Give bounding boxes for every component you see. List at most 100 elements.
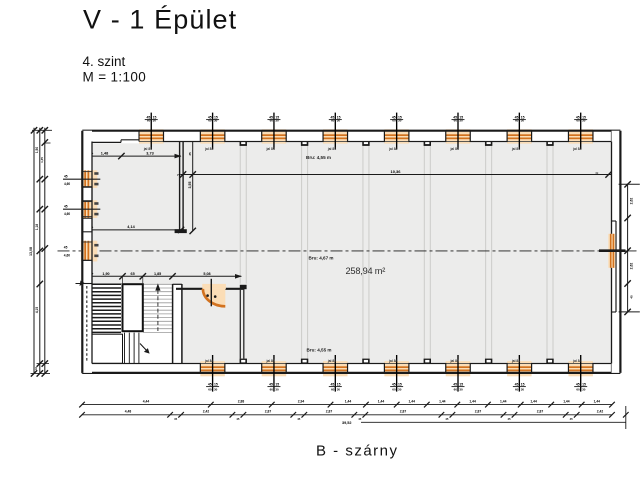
svg-text:45: 45 xyxy=(297,417,301,421)
svg-text:1,35: 1,35 xyxy=(40,157,44,163)
svg-text:45: 45 xyxy=(331,383,335,387)
svg-text:15: 15 xyxy=(521,383,525,387)
svg-text:4. szint: 4. szint xyxy=(83,54,126,69)
svg-text:42: 42 xyxy=(34,367,38,370)
svg-text:30: 30 xyxy=(214,119,218,123)
svg-text:5,08: 5,08 xyxy=(203,272,210,276)
svg-text:2,88: 2,88 xyxy=(238,399,245,403)
svg-text:45: 45 xyxy=(576,115,580,119)
svg-text:45: 45 xyxy=(269,383,273,387)
svg-text:2,42: 2,42 xyxy=(597,410,604,414)
svg-text:Bru: 4,67 m: Bru: 4,67 m xyxy=(309,256,334,261)
svg-text:15: 15 xyxy=(459,383,463,387)
svg-text:2,87: 2,87 xyxy=(265,410,272,414)
svg-text:1,18: 1,18 xyxy=(35,224,39,230)
svg-text:45: 45 xyxy=(515,383,519,387)
svg-text:30: 30 xyxy=(582,387,586,391)
svg-text:60: 60 xyxy=(331,119,335,123)
svg-text:4,60: 4,60 xyxy=(64,182,70,186)
svg-text:60: 60 xyxy=(454,119,458,123)
svg-text:45: 45 xyxy=(630,295,634,299)
svg-text:71: 71 xyxy=(177,173,181,177)
svg-text:4,60: 4,60 xyxy=(64,212,70,216)
svg-text:45: 45 xyxy=(453,115,457,119)
svg-text:60: 60 xyxy=(515,119,519,123)
svg-text:15: 15 xyxy=(582,383,586,387)
svg-text:60: 60 xyxy=(515,387,519,391)
svg-text:45: 45 xyxy=(358,417,362,421)
svg-text:2,87: 2,87 xyxy=(475,410,482,414)
svg-text:30: 30 xyxy=(582,119,586,123)
svg-text:1,44: 1,44 xyxy=(345,399,352,403)
svg-text:1,48: 1,48 xyxy=(101,152,108,156)
svg-text:B - szárny: B - szárny xyxy=(316,443,399,460)
svg-text:15: 15 xyxy=(275,383,279,387)
svg-text:15: 15 xyxy=(459,115,463,119)
svg-text:45: 45 xyxy=(208,383,212,387)
svg-text:45: 45 xyxy=(64,175,68,179)
svg-text:30: 30 xyxy=(275,387,279,391)
svg-text:2,42: 2,42 xyxy=(203,410,210,414)
svg-text:1,44: 1,44 xyxy=(594,399,601,403)
svg-text:15: 15 xyxy=(521,115,525,119)
svg-text:60: 60 xyxy=(208,119,212,123)
svg-text:60: 60 xyxy=(270,387,274,391)
svg-text:4,15: 4,15 xyxy=(35,307,39,313)
svg-text:10,36: 10,36 xyxy=(391,169,402,174)
svg-text:Bru: 4,55 m: Bru: 4,55 m xyxy=(306,155,331,160)
svg-text:1,44: 1,44 xyxy=(408,399,415,403)
svg-text:jal 84: jal 84 xyxy=(327,147,336,151)
svg-text:jal 84: jal 84 xyxy=(204,147,213,151)
svg-text:2,94: 2,94 xyxy=(298,399,305,403)
svg-text:1,44: 1,44 xyxy=(378,399,385,403)
svg-text:1,44: 1,44 xyxy=(469,399,476,403)
svg-text:60: 60 xyxy=(392,119,396,123)
svg-text:15: 15 xyxy=(582,115,586,119)
svg-text:4,60: 4,60 xyxy=(64,254,70,258)
svg-text:30: 30 xyxy=(214,387,218,391)
svg-text:39,52: 39,52 xyxy=(342,421,352,425)
svg-text:65: 65 xyxy=(131,272,135,276)
svg-text:jal 84: jal 84 xyxy=(388,359,397,363)
svg-text:45: 45 xyxy=(208,115,212,119)
svg-text:35: 35 xyxy=(188,152,192,156)
svg-text:4,44: 4,44 xyxy=(143,399,150,403)
svg-text:45: 45 xyxy=(515,115,519,119)
svg-text:1,50: 1,50 xyxy=(35,147,39,153)
svg-text:1,90: 1,90 xyxy=(102,272,109,276)
svg-text:Bru: 4,55 m: Bru: 4,55 m xyxy=(307,348,332,353)
svg-text:jal 84: jal 84 xyxy=(572,147,581,151)
svg-text:3,73: 3,73 xyxy=(146,152,153,156)
svg-text:30: 30 xyxy=(459,119,463,123)
svg-text:30: 30 xyxy=(337,387,341,391)
svg-text:jal 84: jal 84 xyxy=(572,359,581,363)
svg-text:jal 84: jal 84 xyxy=(450,359,459,363)
svg-text:jal 84: jal 84 xyxy=(511,147,520,151)
svg-text:45: 45 xyxy=(576,383,580,387)
svg-text:30: 30 xyxy=(153,119,157,123)
svg-text:1,44: 1,44 xyxy=(563,399,570,403)
svg-text:60: 60 xyxy=(208,387,212,391)
svg-text:45: 45 xyxy=(331,115,335,119)
svg-text:jal 84: jal 84 xyxy=(204,359,213,363)
svg-text:jal 84: jal 84 xyxy=(450,147,459,151)
svg-text:60: 60 xyxy=(147,119,151,123)
svg-text:60: 60 xyxy=(576,387,580,391)
svg-text:15: 15 xyxy=(214,383,218,387)
svg-text:45: 45 xyxy=(174,417,178,421)
svg-text:1,44: 1,44 xyxy=(530,399,537,403)
svg-text:13,08: 13,08 xyxy=(29,247,33,256)
svg-text:45: 45 xyxy=(445,417,449,421)
svg-text:60: 60 xyxy=(270,119,274,123)
svg-text:60: 60 xyxy=(392,387,396,391)
svg-text:4,48: 4,48 xyxy=(125,410,132,414)
svg-text:45: 45 xyxy=(64,205,68,209)
svg-text:1,85: 1,85 xyxy=(154,272,161,276)
svg-text:45: 45 xyxy=(392,115,396,119)
svg-text:15: 15 xyxy=(214,115,218,119)
svg-text:4,14: 4,14 xyxy=(127,225,135,229)
svg-text:30: 30 xyxy=(275,119,279,123)
svg-text:jal 84: jal 84 xyxy=(388,147,397,151)
svg-text:30: 30 xyxy=(398,387,402,391)
svg-text:1,44: 1,44 xyxy=(500,399,507,403)
